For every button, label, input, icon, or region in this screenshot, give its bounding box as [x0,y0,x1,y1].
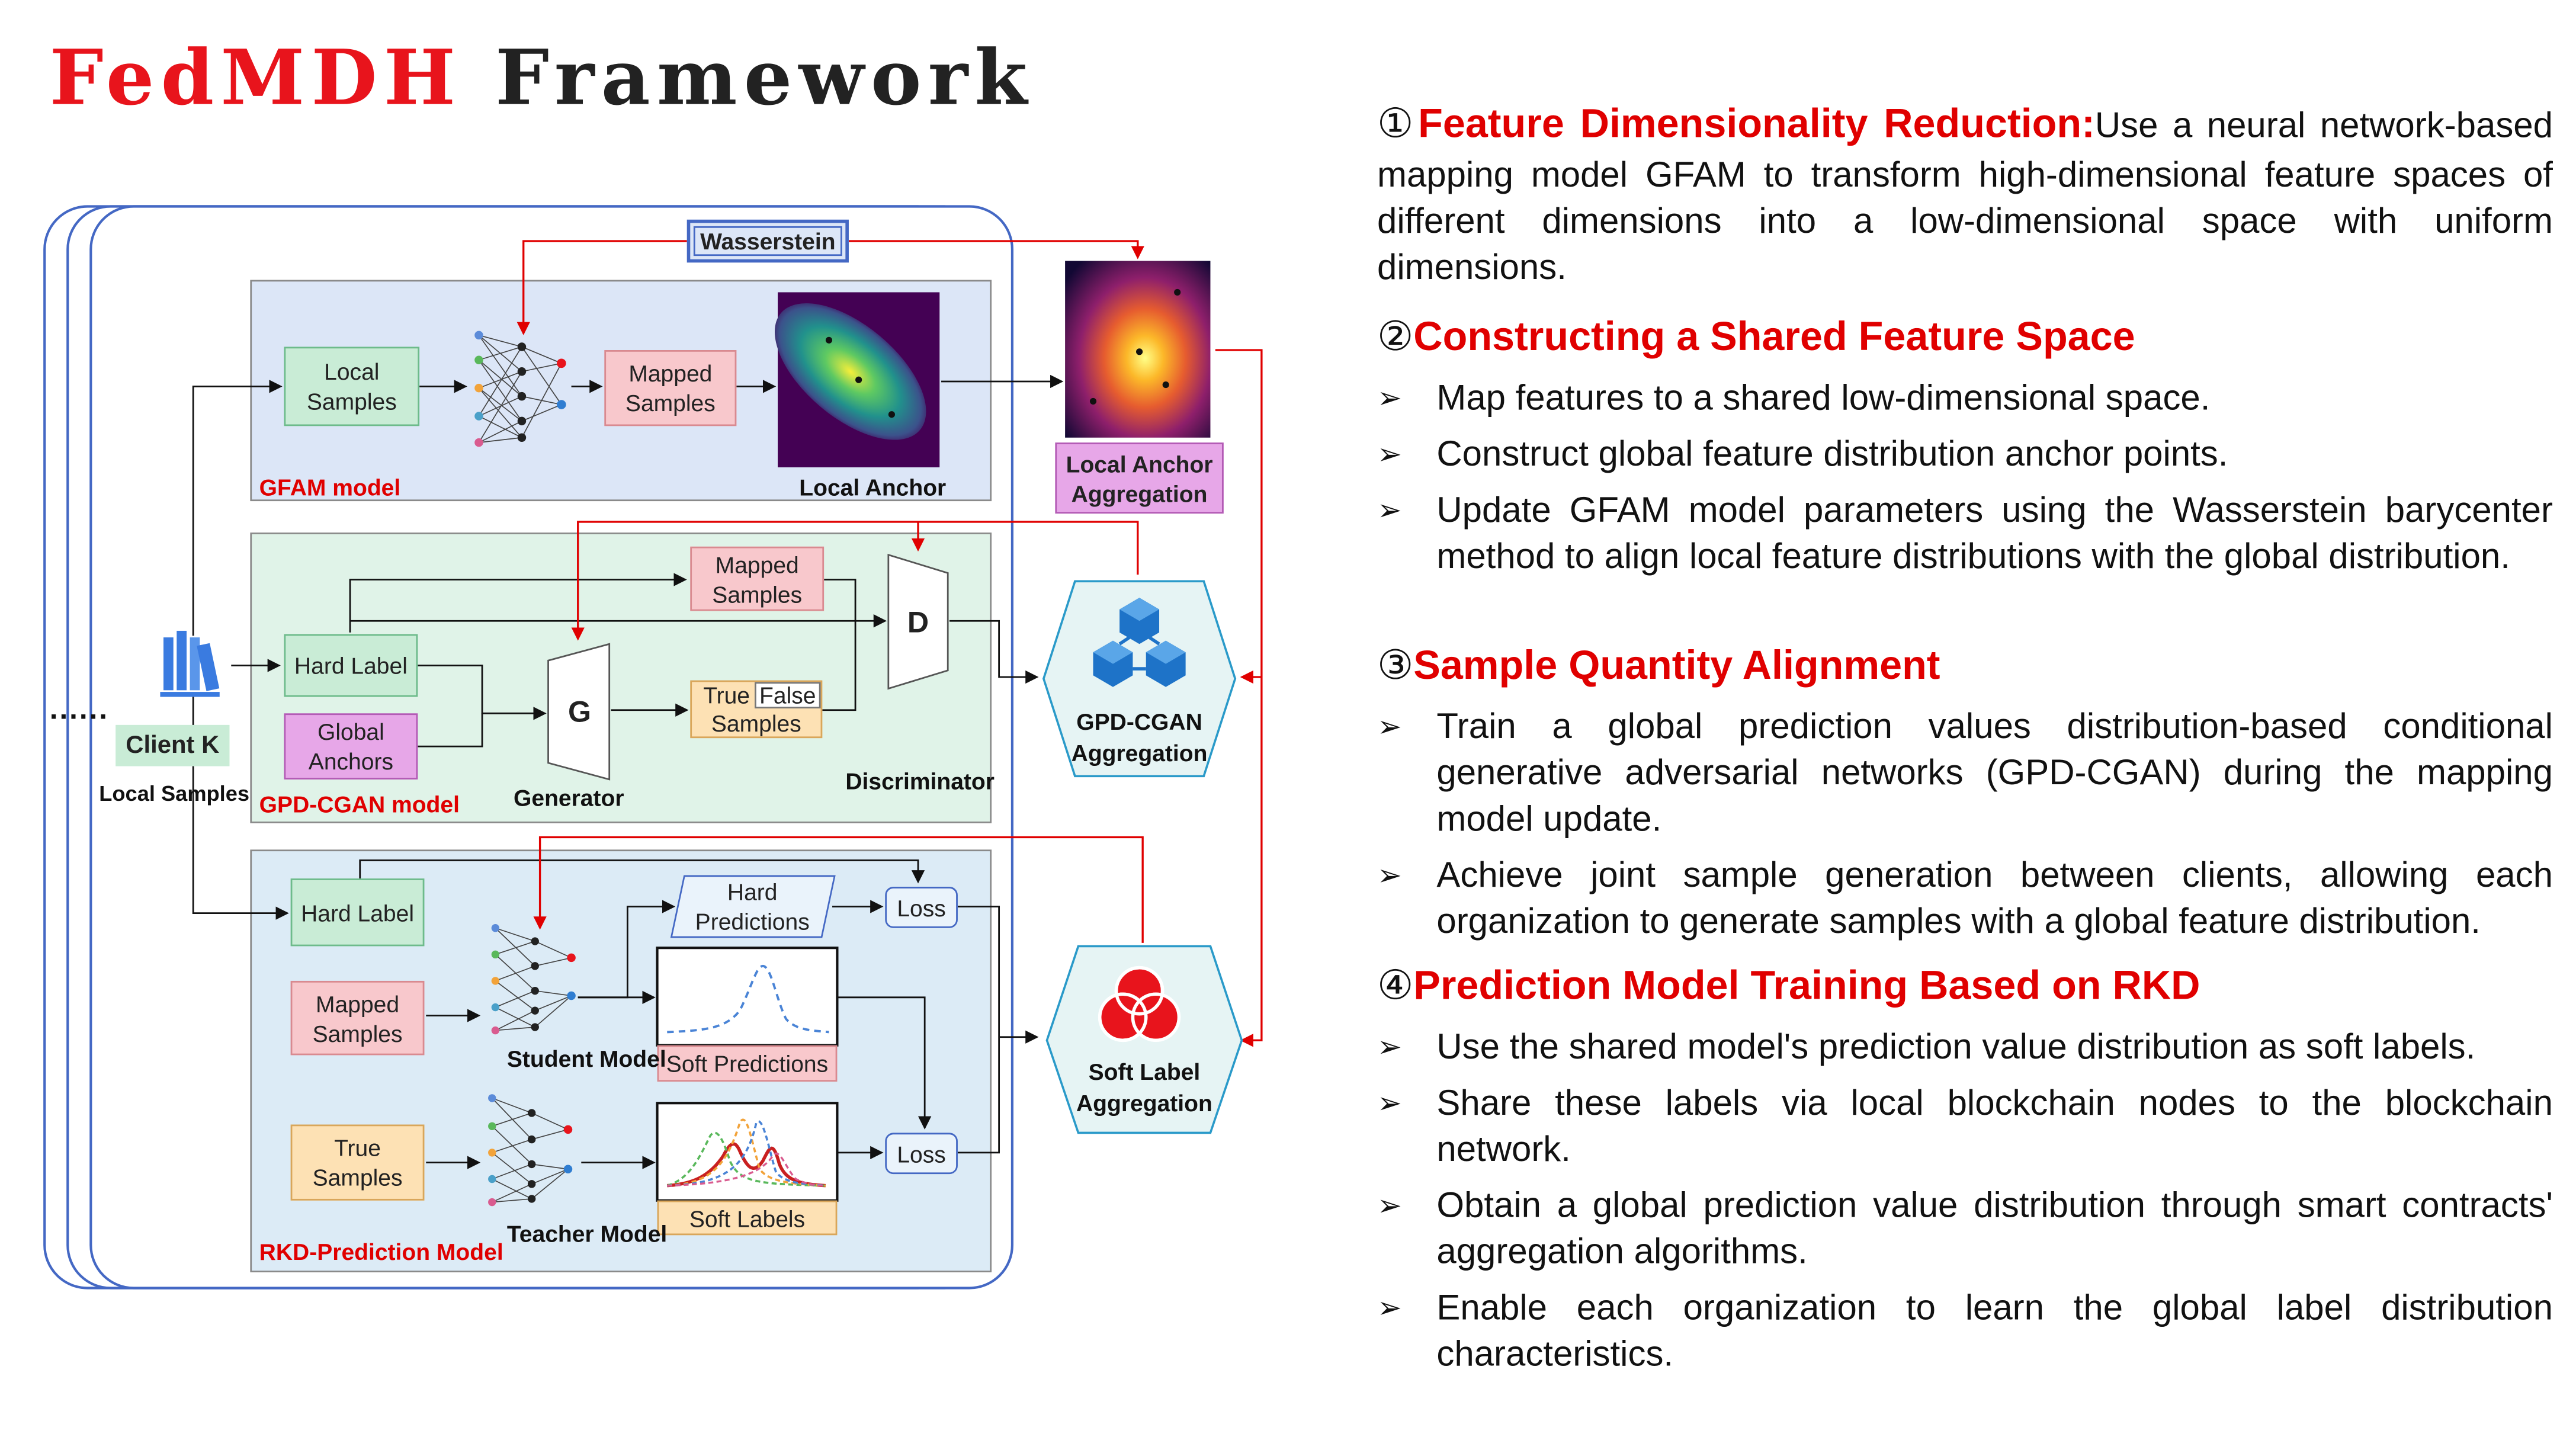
bullet-text: Construct global feature distribution an… [1436,434,2228,474]
discriminator-letter: D [907,606,929,639]
neural-network-icon [474,331,566,447]
arrow-bullet-icon: ➢ [1377,710,1403,743]
generator-letter: G [567,695,592,729]
arrow-bullet-icon: ➢ [1377,437,1403,471]
rkd-mapped-samples: Mapped Samples [290,980,425,1056]
rkd-true-samples: True Samples [290,1124,425,1201]
list-item: ➢ Share these labels via local blockchain… [1377,1080,2553,1172]
student-model-label: Student Model [506,1045,666,1072]
bullet-text: Use the shared model's prediction value … [1436,1027,2476,1067]
venn-circles-icon [1098,966,1181,1043]
hard-predictions-label: Hard Predictions [695,878,810,935]
bullet-text: Map features to a shared low-dimensional… [1436,378,2211,418]
section-4-heading: Prediction Model Training Based on RKD [1413,964,2200,1009]
false-tag: False [755,682,821,708]
section-1-number: ① [1377,102,1419,147]
list-item: ➢ Use the shared model's prediction value… [1377,1024,2553,1070]
gfam-module-label: GFAM model [259,474,401,501]
soft-label-aggregation-label: Soft Label Aggregation [1076,1058,1212,1117]
section-2-heading: Constructing a Shared Feature Space [1413,315,2135,360]
wasserstein-box: Wasserstein [686,219,849,263]
gpd-global-anchors: Global Anchors [284,713,418,780]
section-1-text: Use a neural network-based mapping model… [1377,105,2553,288]
list-item: ➢ Update GFAM model parameters using the … [1377,487,2553,579]
loss-box-1: Loss [885,887,958,928]
gpd-module-label: GPD-CGAN model [259,791,460,817]
teacher-model-label: Teacher Model [506,1220,668,1247]
soft-labels-label: Soft Labels [657,1200,838,1236]
client-caption: Local Samples [99,781,250,806]
true-tag: True [703,682,750,708]
list-item: ➢ Train a global prediction values distri… [1377,704,2553,842]
bullet-text: Train a global prediction values distrib… [1436,707,2553,839]
gpd-aggregation-hex [1042,580,1237,778]
loss-box-2: Loss [885,1133,958,1175]
bullet-text: Update GFAM model parameters using the W… [1436,490,2553,576]
gpd-aggregation-label: GPD-CGAN Aggregation [1071,708,1208,766]
section-1: ①Feature Dimensionality Reduction:Use a … [1377,99,2553,290]
section-2: ②Constructing a Shared Feature Space ➢ Ma… [1377,312,2553,580]
gpd-hard-label: Hard Label [284,634,418,697]
rkd-module-label: RKD-Prediction Model [259,1238,503,1265]
list-item: ➢ Achieve joint sample generation between… [1377,852,2553,945]
arrow-bullet-icon: ➢ [1377,493,1403,527]
hard-predictions-box: Hard Predictions [670,875,836,938]
section-3-number: ③ [1377,644,1414,689]
samples-tag: Samples [711,709,801,736]
list-item: ➢ Enable each organization to learn the g… [1377,1285,2553,1377]
list-item: ➢ Construct global feature distribution a… [1377,431,2553,477]
section-4: ④Prediction Model Training Based on RKD … [1377,961,2553,1377]
section-4-number: ④ [1377,964,1414,1009]
gfam-local-samples: Local Samples [284,347,420,426]
section-3: ③Sample Quantity Alignment ➢ Train a glob… [1377,641,2553,945]
list-item: ➢ Map features to a shared low-dimensiona… [1377,375,2553,421]
section-1-heading: Feature Dimensionality Reduction: [1418,102,2095,147]
soft-label-aggregation-hex [1045,945,1243,1134]
gpd-generated-samples: True False Samples [690,680,823,739]
arrow-bullet-icon: ➢ [1377,1189,1403,1222]
bullet-text: Obtain a global prediction value distrib… [1436,1185,2553,1272]
local-anchor-aggregation: Local Anchor Aggregation [1055,442,1224,514]
arrow-bullet-icon: ➢ [1377,381,1403,415]
arrow-bullet-icon: ➢ [1377,1030,1403,1064]
page-title: FedMDH Framework [50,33,1034,123]
bullet-text: Share these labels via local blockchain … [1436,1083,2553,1169]
student-network-icon [491,924,576,1035]
section-3-heading: Sample Quantity Alignment [1413,644,1940,689]
discriminator-label: Discriminator [845,768,995,794]
arrow-bullet-icon: ➢ [1377,858,1403,892]
generator-block [547,643,611,781]
gpd-mapped-samples: Mapped Samples [690,546,825,611]
arrow-bullet-icon: ➢ [1377,1086,1403,1120]
generator-label: Generator [514,784,624,811]
local-anchor-label: Local Anchor [799,474,947,501]
title-rest: Framework [495,33,1034,123]
bullet-text: Achieve joint sample generation between … [1436,855,2553,942]
arrow-bullet-icon: ➢ [1377,1291,1403,1324]
client-name: Client K [116,724,230,766]
rkd-hard-label: Hard Label [290,878,425,947]
list-item: ➢ Obtain a global prediction value distri… [1377,1182,2553,1275]
section-2-number: ② [1377,315,1414,360]
svg-text:······: ······ [50,700,109,733]
title-highlight: FedMDH [49,33,463,123]
bookshelf-icon [160,630,220,697]
bullet-text: Enable each organization to learn the gl… [1436,1288,2553,1374]
gfam-mapped-samples: Mapped Samples [604,350,737,426]
discriminator-block [887,553,949,690]
teacher-network-icon [488,1094,573,1207]
soft-predictions-label: Soft Predictions [657,1045,838,1082]
